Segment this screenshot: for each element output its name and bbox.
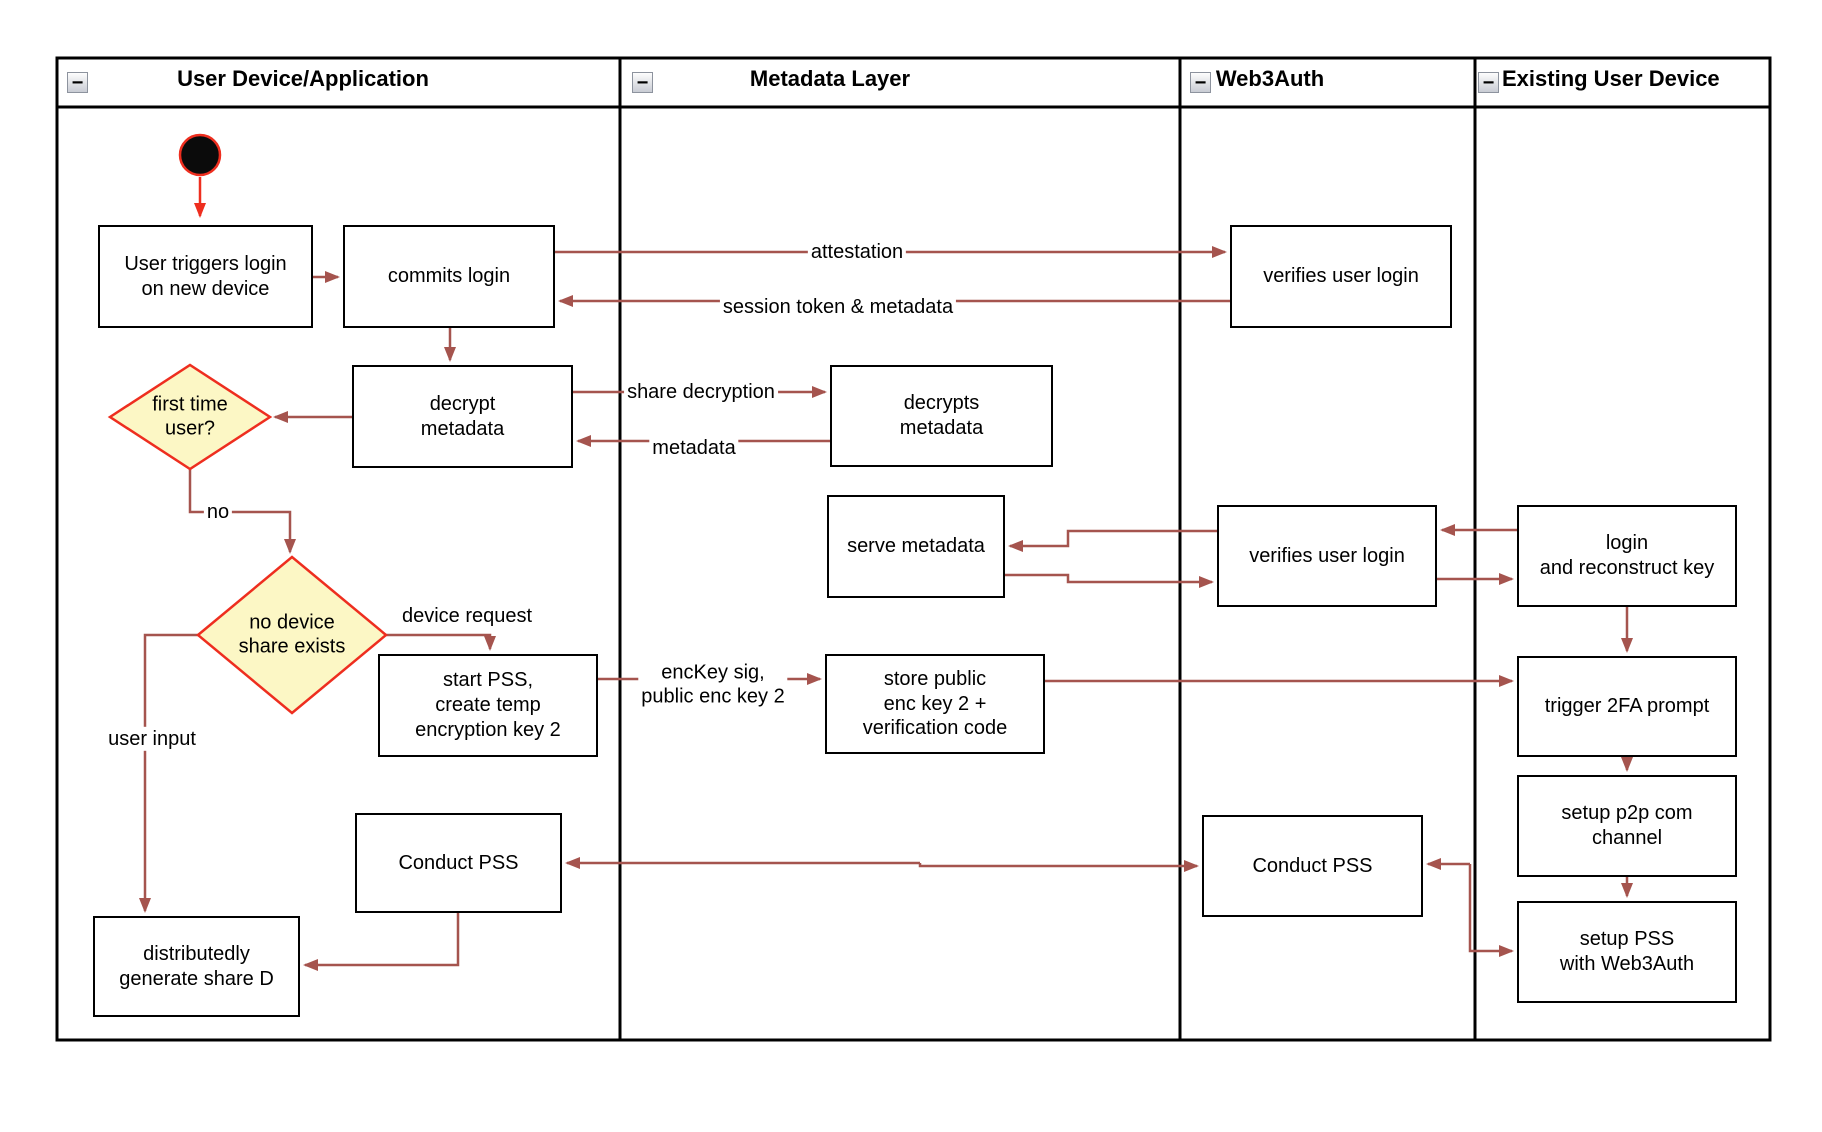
edge-label-share-decryption: share decryption	[624, 379, 778, 405]
node-setup-pss-web3auth: setup PSS with Web3Auth	[1517, 901, 1737, 1003]
lane-title-existing-device: Existing User Device	[1502, 66, 1720, 91]
node-start-pss: start PSS, create temp encryption key 2	[378, 654, 598, 757]
edge-label-enckey: encKey sig, public enc key 2	[638, 660, 788, 710]
decision-label-first-time-user: first time user?	[152, 393, 228, 440]
node-user-triggers-login: User triggers login on new device	[98, 225, 313, 328]
collapse-icon[interactable]: −	[67, 72, 88, 93]
node-verifies-user-login-1: verifies user login	[1230, 225, 1452, 328]
lane-title-user-device: User Device/Application	[177, 66, 429, 91]
edge-conduct-bidi-right	[918, 860, 1199, 872]
edge-label-no: no	[203, 499, 233, 525]
node-conduct-pss-web3auth: Conduct PSS	[1202, 815, 1423, 917]
decision-label-no-device-share: no device share exists	[238, 611, 346, 658]
edge-conductpss-to-shared	[303, 913, 460, 971]
collapse-icon[interactable]: −	[632, 72, 653, 93]
edge-label-session-token: session token & metadata	[719, 294, 957, 320]
node-commits-login: commits login	[343, 225, 555, 328]
collapse-icon[interactable]: −	[1190, 72, 1211, 93]
node-verifies-user-login-2: verifies user login	[1217, 505, 1437, 607]
edge-device-request	[386, 633, 496, 651]
node-trigger-2fa-prompt: trigger 2FA prompt	[1517, 656, 1737, 757]
node-conduct-pss-user: Conduct PSS	[355, 813, 562, 913]
node-setup-p2p-channel: setup p2p com channel	[1517, 775, 1737, 877]
node-store-public-enc-key: store public enc key 2 + verification co…	[825, 654, 1045, 754]
node-decrypts-metadata: decrypts metadata	[830, 365, 1053, 467]
decision-no-device-share	[196, 555, 388, 715]
lane-title-metadata-layer: Metadata Layer	[749, 66, 911, 91]
node-login-reconstruct-key: login and reconstruct key	[1517, 505, 1737, 607]
edge-label-user-input: user input	[105, 726, 199, 752]
node-serve-metadata: serve metadata	[827, 495, 1005, 598]
edge-label-device-request: device request	[398, 603, 536, 629]
node-distributedly-generate-share: distributedly generate share D	[93, 916, 300, 1017]
initial-node	[178, 133, 222, 177]
lane-title-web3auth: Web3Auth	[1215, 66, 1325, 91]
edge-conduct-to-setuppss	[1468, 864, 1514, 957]
node-decrypt-metadata: decrypt metadata	[352, 365, 573, 468]
edge-no-path	[188, 469, 296, 554]
collapse-icon[interactable]: −	[1478, 72, 1499, 93]
edge-label-attestation: attestation	[807, 239, 907, 265]
edge-verifies2-to-serve	[1008, 529, 1217, 552]
edge-label-metadata: metadata	[649, 435, 739, 461]
decision-first-time-user	[107, 363, 273, 471]
pool-frame	[55, 56, 1772, 1042]
edge-user-input	[139, 633, 198, 913]
edge-serve-to-verifies2	[1005, 573, 1214, 588]
